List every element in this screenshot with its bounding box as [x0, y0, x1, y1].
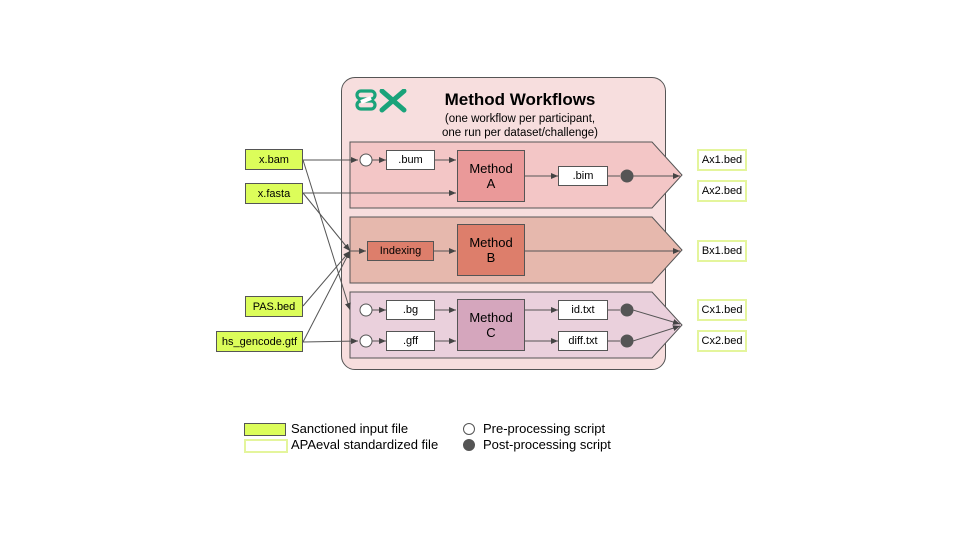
- legend-post-circle-icon: [463, 439, 475, 451]
- a-postprocessing-script: [620, 169, 634, 183]
- method-c-box: Method C: [457, 299, 525, 351]
- c-output-file-2: diff.txt: [558, 331, 608, 351]
- c-output-file-1: id.txt: [558, 300, 608, 320]
- subtitle-line-1: (one workflow per participant,: [444, 113, 596, 125]
- input-file-gtf: hs_gencode.gtf: [216, 331, 303, 352]
- legend-label-sanctioned: Sanctioned input file: [291, 421, 409, 436]
- wire-c-script2-to-cx2: [632, 325, 681, 342]
- legend-label-post: Post-processing script: [483, 437, 611, 452]
- wire-pas-to-b: [302, 250, 351, 307]
- legend-swatch-sanctioned: [244, 423, 286, 436]
- c-intermediate-file-1: .bg: [386, 300, 435, 320]
- wire-bam-to-c: [302, 159, 351, 311]
- c-preprocessing-script-1: [359, 303, 373, 317]
- c-intermediate-file-2: .gff: [386, 331, 435, 351]
- legend-label-standardized: APAeval standardized file: [291, 437, 439, 452]
- input-file-bam: x.bam: [245, 149, 303, 170]
- a-intermediate-file: .bum: [386, 150, 435, 170]
- input-file-pas: PAS.bed: [245, 296, 303, 317]
- method-a-box: Method A: [457, 150, 525, 202]
- method-b-box: Method B: [457, 224, 525, 276]
- input-file-fasta: x.fasta: [245, 183, 303, 204]
- a-output-intermediate-file: .bim: [558, 166, 608, 186]
- output-file-ax2: Ax2.bed: [697, 180, 747, 202]
- wire-gtf-to-b: [302, 250, 351, 343]
- sx-logo: [355, 89, 407, 113]
- diagram-subtitle: (one workflow per participant, one run p…: [420, 112, 620, 140]
- legend-label-pre: Pre-processing script: [483, 421, 606, 436]
- output-file-cx1: Cx1.bed: [697, 299, 747, 321]
- indexing-box: Indexing: [367, 241, 434, 261]
- a-preprocessing-script: [359, 153, 373, 167]
- legend-swatch-standardized: [244, 439, 288, 453]
- wire-gtf-to-c: [302, 338, 359, 345]
- c-postprocessing-script-2: [620, 334, 634, 348]
- output-file-ax1: Ax1.bed: [697, 149, 747, 171]
- c-postprocessing-script-1: [620, 303, 634, 317]
- output-file-cx2: Cx2.bed: [697, 330, 747, 352]
- diagram-title: Method Workflows: [444, 90, 596, 109]
- output-file-bx1: Bx1.bed: [697, 240, 747, 262]
- wire-c-script1-to-cx1: [632, 309, 681, 325]
- subtitle-line-2: one run per dataset/challenge): [442, 127, 598, 139]
- legend-pre-circle-icon: [463, 423, 475, 435]
- c-preprocessing-script-2: [359, 334, 373, 348]
- wire-fasta-to-b: [302, 192, 351, 252]
